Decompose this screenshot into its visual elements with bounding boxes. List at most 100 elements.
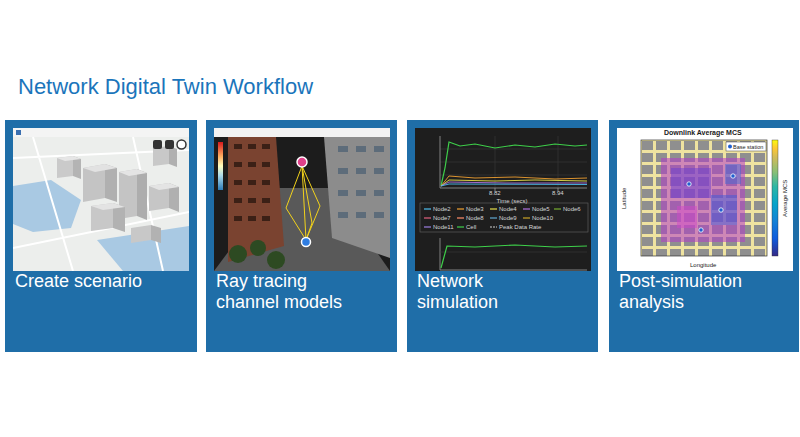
screenshot-label: Peak Data Rate: [499, 224, 541, 231]
toolbar-icons: [153, 140, 162, 149]
ray-tracing-screenshot: [234, 216, 242, 221]
legend-line-samples: [457, 208, 464, 209]
ray-tracing-screenshot: [262, 216, 270, 221]
map-plot-area: [641, 140, 767, 256]
map-plot-area: [641, 140, 767, 256]
map-plot-area: [731, 174, 735, 178]
screenshot-label: Node11: [433, 224, 454, 231]
legend-line-samples: [554, 208, 561, 209]
ray-tracing-screenshot: [248, 198, 256, 203]
ray-tracing-screenshot: [214, 128, 390, 271]
throughput-chart-screenshot: [441, 182, 587, 186]
ray-tracing-screenshot: [234, 144, 242, 149]
ray-paths: [302, 166, 312, 240]
legend-line-samples: [424, 208, 431, 209]
ray-tracing-screenshot: [250, 240, 266, 256]
ray-tracing-screenshot: [229, 240, 285, 269]
map-plot-area: [677, 206, 697, 228]
ray-paths: [286, 166, 306, 240]
mcs-map-screenshot: [772, 140, 778, 256]
legend-line-samples: [523, 208, 530, 209]
map-plot-area: [725, 164, 741, 184]
map-plot-area: [711, 195, 737, 225]
screenshot-label: Node5: [532, 206, 550, 213]
map-plot-area: [728, 145, 732, 149]
map-plot-area: [671, 168, 711, 198]
screenshot-label: Node3: [466, 206, 484, 213]
ray-tracing-screenshot: [248, 216, 256, 221]
building-blocks: [57, 156, 81, 161]
throughput-chart-screenshot: [441, 245, 587, 268]
step-caption: Post-simulation analysis: [619, 271, 769, 313]
legend-line-samples: [457, 226, 464, 227]
ray-tracing-screenshot: [262, 180, 270, 185]
screenshot-label: Average MCS: [782, 179, 789, 216]
ray-tracing-screenshot: [338, 146, 384, 218]
ray-tracing-screenshot: [297, 157, 307, 167]
throughput-chart-screenshot: [415, 128, 591, 271]
throughput-chart-screenshot: [441, 176, 587, 186]
ray-tracing-screenshot: [374, 168, 384, 174]
toolbar-icons: [153, 140, 186, 149]
map-plot-area: [661, 158, 745, 242]
ray-tracing-screenshot: [234, 198, 242, 203]
ray-tracing-screenshot: [356, 190, 366, 196]
ray-tracing-screenshot: [338, 168, 348, 174]
ray-tracing-screenshot: [356, 168, 366, 174]
map-3d-screenshot: [16, 130, 21, 135]
legend-line-samples: [490, 217, 497, 218]
screenshot-label: Node4: [499, 206, 517, 213]
map-3d-screenshot: [13, 137, 189, 271]
screenshot-label: Time (secs): [497, 198, 528, 205]
screenshot-label: Node2: [433, 206, 451, 213]
step-caption: Network simulation: [417, 271, 567, 313]
ray-tracing-screenshot: [234, 144, 270, 221]
ray-tracing-screenshot: [214, 137, 390, 271]
building-blocks: [151, 225, 161, 243]
building-blocks: [83, 164, 117, 172]
building-blocks: [91, 203, 125, 210]
ray-tracing-screenshot: [338, 190, 348, 196]
workflow-step-panel: Create scenario: [5, 120, 197, 352]
throughput-chart-screenshot: [420, 203, 588, 232]
ray-tracing-screenshot: [234, 180, 242, 185]
ray-paths: [286, 166, 320, 240]
throughput-chart-screenshot: [495, 188, 558, 191]
mcs-map-screenshot: [617, 128, 793, 271]
map-3d-screenshot: [13, 137, 189, 271]
map-3d-screenshot: [13, 128, 189, 137]
map-plot-area: [687, 182, 691, 186]
ray-tracing-screenshot: [356, 146, 366, 152]
building-blocks: [57, 146, 179, 243]
map-3d-screenshot: [97, 226, 189, 271]
map-3d-screenshot: [13, 128, 189, 271]
ray-tracing-screenshot: [248, 144, 256, 149]
screenshot-label: Node6: [563, 206, 581, 213]
legend-line-samples: [424, 217, 431, 218]
screenshot-label: Node7: [433, 215, 451, 222]
ray-tracing-screenshot: [229, 245, 247, 263]
building-blocks: [137, 169, 147, 220]
screenshot-label: Node10: [532, 215, 553, 222]
legend-line-samples: [523, 217, 530, 218]
ray-tracing-screenshot: [338, 146, 348, 152]
ray-tracing-screenshot: [338, 212, 348, 218]
legend-line-samples: [457, 217, 464, 218]
step-caption: Ray tracing channel models: [216, 271, 366, 313]
screenshot-label: Base station: [733, 144, 763, 150]
legend-line-samples: [490, 226, 497, 227]
ray-tracing-screenshot: [374, 190, 384, 196]
screenshot-label: Cell: [466, 224, 476, 231]
building-blocks: [169, 146, 177, 167]
screenshot-label: Node8: [466, 215, 484, 222]
map-plot-area: [726, 142, 766, 151]
map-plot-area: [687, 174, 735, 232]
map-3d-screenshot: [13, 128, 189, 271]
ray-tracing-screenshot: [374, 212, 384, 218]
toolbar-icons: [165, 140, 174, 149]
throughput-chart-screenshot: [441, 180, 587, 186]
ray-tracing-screenshot: [248, 180, 256, 185]
screenshot-label: Latitude: [621, 187, 628, 208]
ray-paths: [302, 166, 320, 240]
